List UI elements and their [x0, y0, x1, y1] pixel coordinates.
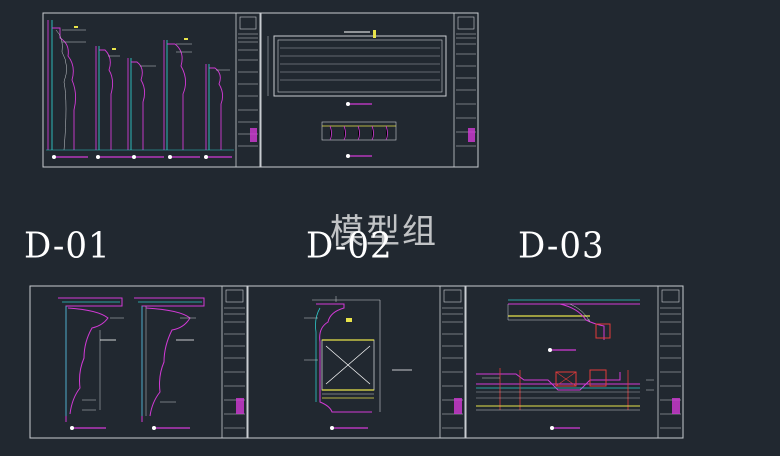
sheet-d02-drawing[interactable] [247, 285, 466, 439]
top-sheet-plan[interactable] [260, 12, 479, 168]
sheet-d03-drawing[interactable] [465, 285, 684, 439]
watermark: 模型组 [330, 212, 438, 252]
sheet-label-d01: D-01 [24, 225, 111, 267]
top-sheet-elevations[interactable] [42, 12, 261, 168]
sheet-label-d03: D-03 [518, 225, 605, 267]
sheet-d01-drawing[interactable] [29, 285, 248, 439]
sheet-label-d02: D-02 [306, 225, 393, 267]
